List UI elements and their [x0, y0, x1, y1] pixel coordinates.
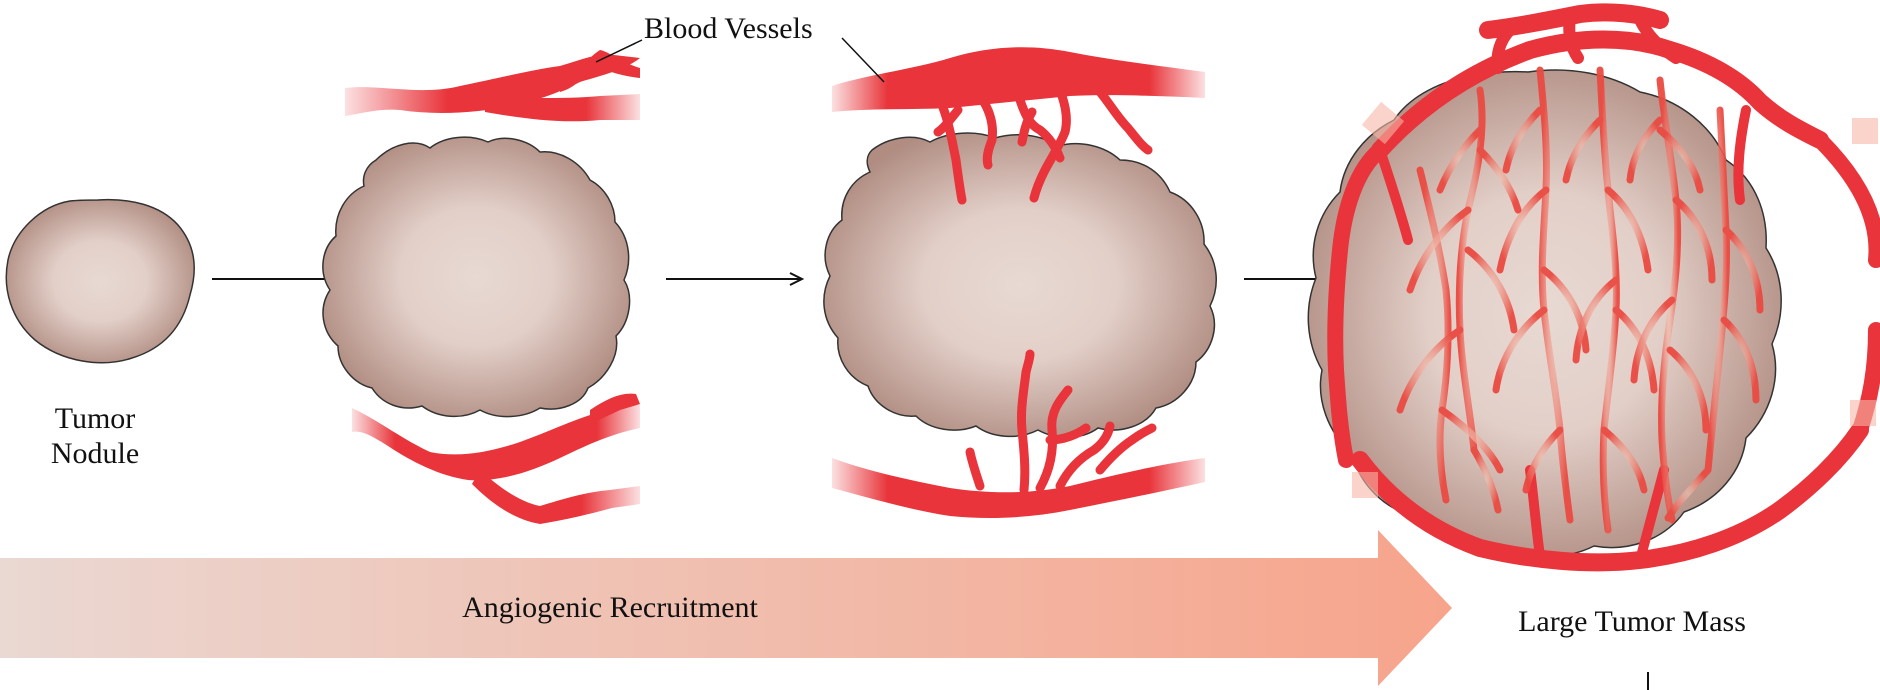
angiogenic-recruitment-arrow: Angiogenic Recruitment [0, 530, 1452, 686]
blood-vessel-bottom-stage3 [832, 458, 1205, 518]
tumor-nodule: Tumor Nodule [5, 198, 195, 470]
tumor-stage-2 [322, 50, 640, 524]
blood-vessels-label: Blood Vessels [644, 12, 813, 45]
blood-vessel-top-stage3 [832, 47, 1205, 113]
tumor-stage-3 [823, 47, 1217, 518]
angiogenic-recruitment-label: Angiogenic Recruitment [462, 591, 758, 624]
blood-vessel-top-stage2 [345, 54, 640, 116]
tumor-nodule-label-line2: Nodule [51, 437, 139, 470]
blood-vessel-bottom-stage2 [352, 404, 640, 481]
large-tumor-mass: Large Tumor Mass [1307, 3, 1880, 690]
large-tumor-mass-label: Large Tumor Mass [1518, 605, 1746, 638]
blood-vessels-leader-right [841, 37, 885, 83]
blood-vessels-callout: Blood Vessels [595, 12, 885, 83]
tumor-nodule-label-line1: Tumor [55, 402, 136, 435]
blood-vessels-leader-left [595, 39, 643, 63]
